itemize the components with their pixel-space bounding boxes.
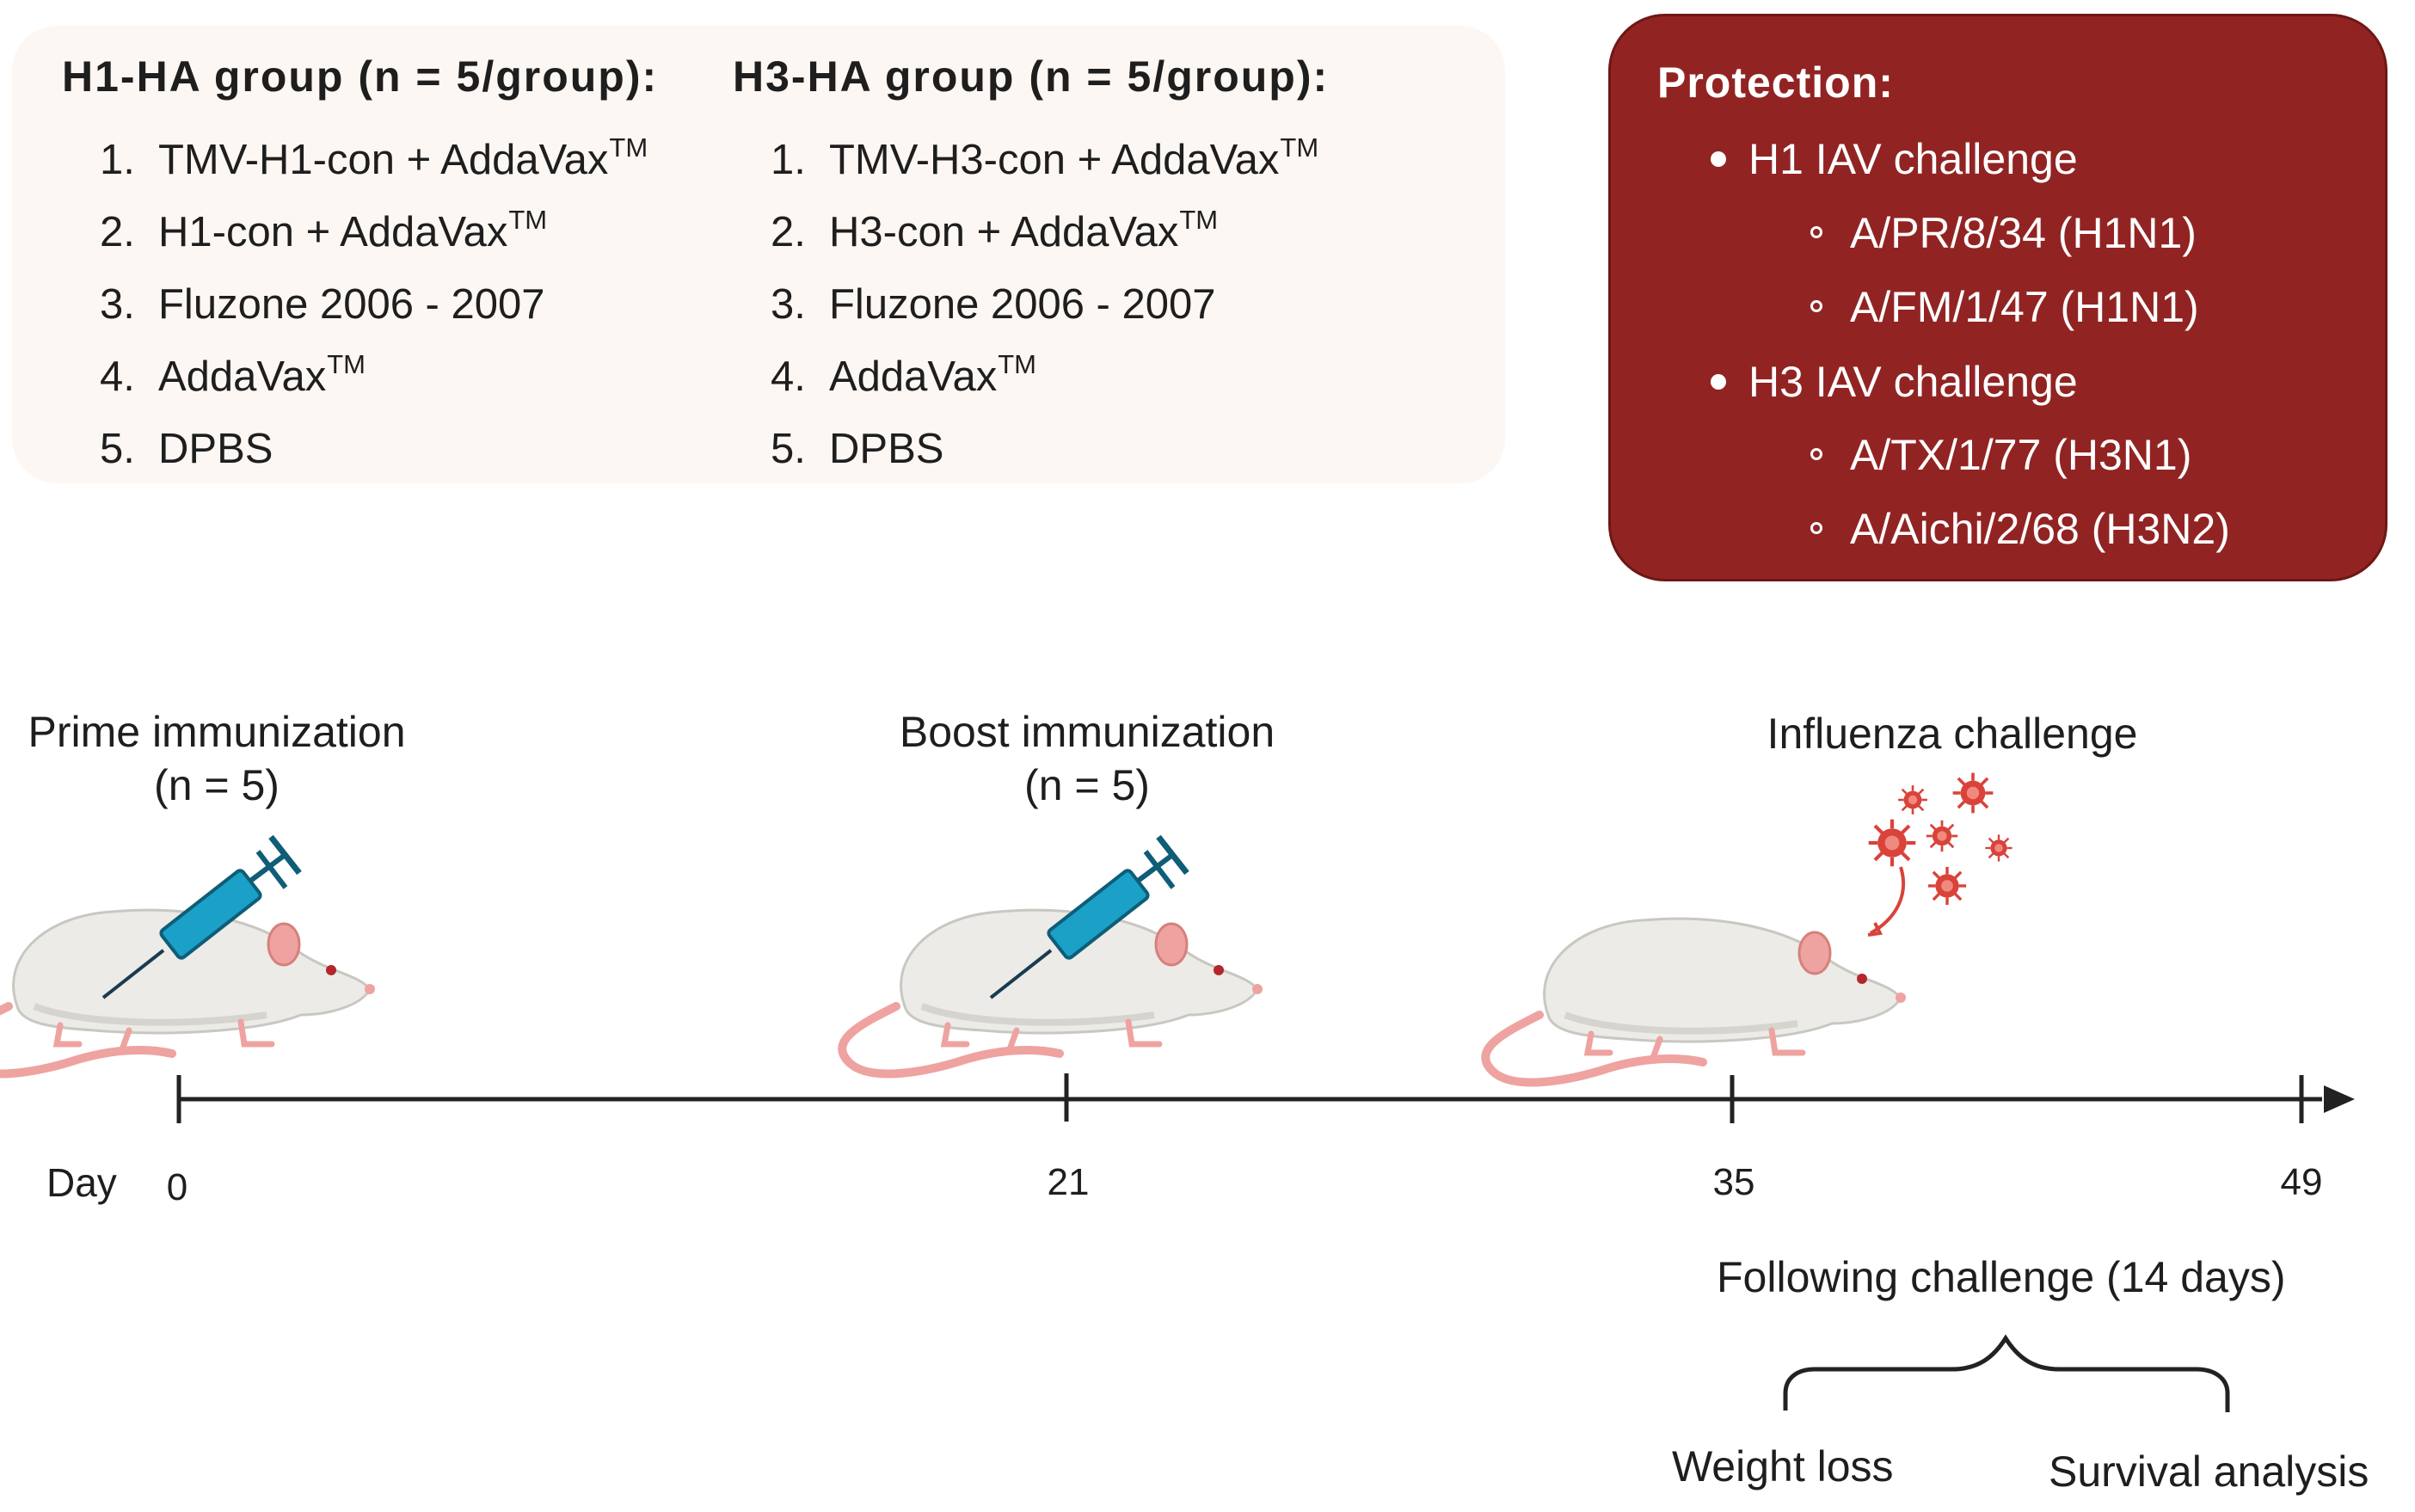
h1-strain-1: A/PR/8/34 (H1N1) [1850, 209, 2197, 257]
h1-challenge-label: H1 IAV challenge [1748, 135, 2078, 183]
survival-analysis-label: Survival analysis [2049, 1447, 2369, 1496]
h3-strain-2: A/Aichi/2/68 (H3N2) [1850, 505, 2230, 553]
list-item: 1.TMV-H1-con + AddaVaxTM [100, 132, 648, 183]
brace-icon [1783, 1334, 2230, 1412]
timeline-arrowhead [2324, 1085, 2355, 1113]
virus-icon [1869, 820, 1916, 867]
list-item: 2.H1-con + AddaVaxTM [100, 205, 548, 255]
list-item: 5.DPBS [771, 426, 944, 472]
weight-loss-label: Weight loss [1672, 1442, 1894, 1490]
boost-stage-label: Boost immunization (n = 5) [899, 708, 1275, 809]
list-item: 1.TMV-H3-con + AddaVaxTM [771, 132, 1319, 183]
list-item: 3.Fluzone 2006 - 2007 [100, 281, 545, 328]
tick-label-49: 49 [2280, 1161, 2323, 1203]
h1-group-title: H1-HA group (n = 5/group): [62, 52, 659, 101]
circle-bullet-icon [1810, 522, 1822, 534]
trademark-mark: TM [1280, 132, 1319, 163]
trademark-mark: TM [998, 349, 1036, 379]
h3-group-title: H3-HA group (n = 5/group): [733, 52, 1330, 101]
bullet-icon [1711, 374, 1726, 390]
protection-title: Protection: [1657, 58, 1894, 107]
h1-group-list: 1.TMV-H1-con + AddaVaxTM 2.H1-con + Adda… [100, 122, 648, 483]
virus-icon [1925, 819, 1959, 853]
virus-icon [1926, 865, 1968, 907]
h3-challenge-label: H3 IAV challenge [1748, 358, 2078, 406]
h3-strain-1: A/TX/1/77 (H3N1) [1850, 431, 2192, 479]
circle-bullet-icon [1810, 448, 1822, 460]
bullet-icon [1711, 151, 1726, 167]
virus-icon [1951, 771, 1995, 815]
arrow-icon [1867, 922, 1883, 937]
list-item: 3.Fluzone 2006 - 2007 [771, 281, 1216, 328]
trademark-mark: TM [327, 349, 366, 379]
virus-icon [1984, 833, 2013, 863]
list-item: 4.AddaVaxTM [771, 349, 1036, 400]
mouse-icon [1485, 919, 1906, 1082]
challenge-stage-label: Influenza challenge [1767, 710, 2138, 758]
day-axis-label: Day [46, 1160, 117, 1205]
list-item: 5.DPBS [100, 426, 273, 472]
virus-icon [1896, 784, 1929, 816]
trademark-mark: TM [609, 132, 648, 163]
tick-label-35: 35 [1712, 1161, 1755, 1203]
h3-group-list: 1.TMV-H3-con + AddaVaxTM 2.H3-con + Adda… [771, 122, 1318, 483]
protection-panel: Protection: H1 IAV challenge A/PR/8/34 (… [1608, 14, 2387, 581]
list-item: 4.AddaVaxTM [100, 349, 366, 400]
circle-bullet-icon [1810, 226, 1822, 238]
groups-panel: H1-HA group (n = 5/group): 1.TMV-H1-con … [12, 26, 1505, 483]
trademark-mark: TM [1179, 205, 1219, 235]
h1-strain-2: A/FM/1/47 (H1N1) [1850, 283, 2199, 331]
tick-label-0: 0 [166, 1166, 188, 1208]
following-challenge-label: Following challenge (14 days) [1717, 1253, 2286, 1301]
tick-label-21: 21 [1047, 1161, 1090, 1203]
circle-bullet-icon [1810, 300, 1822, 312]
list-item: 2.H3-con + AddaVaxTM [771, 205, 1219, 255]
prime-stage-label: Prime immunization (n = 5) [28, 708, 406, 809]
trademark-mark: TM [508, 205, 548, 235]
